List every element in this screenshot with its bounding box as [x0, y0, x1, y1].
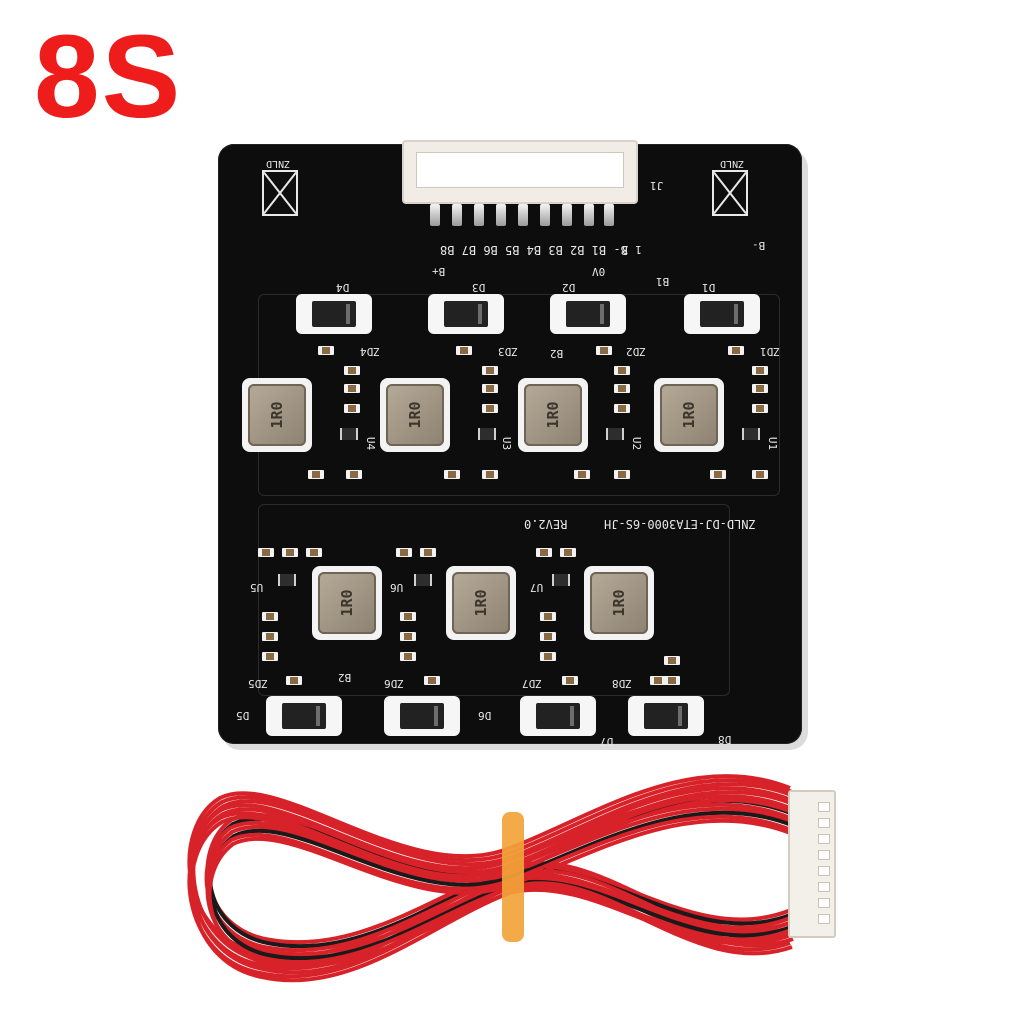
label-b2: B2 — [550, 347, 564, 360]
label-d5: D5 — [236, 709, 250, 722]
connector-label: J1 — [650, 179, 664, 192]
inductor: 1R0 — [312, 566, 382, 640]
ic-chip — [478, 428, 496, 440]
board-revision: REV2.0 — [524, 517, 568, 531]
diode-d6 — [384, 696, 460, 736]
label-d8: D8 — [718, 733, 732, 746]
ic-chip — [340, 428, 358, 440]
diode-d3 — [428, 294, 504, 334]
label-d7: D7 — [600, 735, 614, 748]
diode-d5 — [266, 696, 342, 736]
label-u3: U3 — [500, 436, 514, 451]
product-title: 8S — [34, 11, 183, 143]
inductor: 1R0 — [584, 566, 654, 640]
diode-d7 — [520, 696, 596, 736]
znld-logo-left-icon — [262, 170, 298, 216]
label-zd3: ZD3 — [498, 345, 518, 358]
label-u4: U4 — [364, 436, 378, 451]
inductor: 1R0 — [654, 378, 724, 452]
ic-chip — [742, 428, 760, 440]
inductor: 1R0 — [380, 378, 450, 452]
connector-pins — [430, 204, 614, 226]
diode-d8 — [628, 696, 704, 736]
label-zd1: ZD1 — [760, 345, 780, 358]
rubber-band — [502, 812, 524, 942]
label-b-minus: B- — [752, 239, 766, 252]
trace-region — [258, 504, 730, 696]
label-zd6: ZD6 — [384, 677, 404, 690]
label-zd8: ZD8 — [612, 677, 632, 690]
ic-chip — [414, 574, 432, 586]
inductor: 1R0 — [242, 378, 312, 452]
label-zd7: ZD7 — [522, 677, 542, 690]
pin-labels: B- B1 B2 B3 B4 B5 B6 B7 B8 — [440, 243, 628, 257]
cable-plug — [788, 790, 836, 938]
label-b-plus: B+ — [432, 265, 446, 278]
label-d2: D2 — [562, 281, 576, 294]
label-u7: U7 — [530, 581, 544, 594]
label-b1: B1 — [656, 275, 670, 288]
ic-chip — [606, 428, 624, 440]
inductor: 1R0 — [518, 378, 588, 452]
label-d4: D4 — [336, 281, 350, 294]
label-u6: U6 — [390, 581, 404, 594]
diode-d1 — [684, 294, 760, 334]
label-0v: 0V — [592, 265, 606, 278]
logo-text-right: ZNLD — [720, 158, 745, 169]
label-b2: B2 — [338, 671, 352, 684]
label-d6: D6 — [478, 709, 492, 722]
label-u2: U2 — [630, 436, 644, 451]
ic-chip — [278, 574, 296, 586]
balance-cable — [187, 773, 795, 983]
balance-connector — [402, 140, 638, 204]
label-zd2: ZD2 — [626, 345, 646, 358]
logo-text-left: ZNLD — [266, 158, 291, 169]
diode-d4 — [296, 294, 372, 334]
diode-d2 — [550, 294, 626, 334]
inductor: 1R0 — [446, 566, 516, 640]
label-zd4: ZD4 — [360, 345, 380, 358]
label-u5: U5 — [250, 581, 264, 594]
znld-logo-right-icon — [712, 170, 748, 216]
ic-chip — [552, 574, 570, 586]
label-d3: D3 — [472, 281, 486, 294]
label-d1: D1 — [702, 281, 716, 294]
label-zd5: ZD5 — [248, 677, 268, 690]
label-u1: U1 — [766, 436, 780, 451]
board-model: ZNLD-DJ-ETA3000-6S-JH — [604, 517, 756, 531]
pin-numbers: 1 3 — [622, 243, 642, 256]
